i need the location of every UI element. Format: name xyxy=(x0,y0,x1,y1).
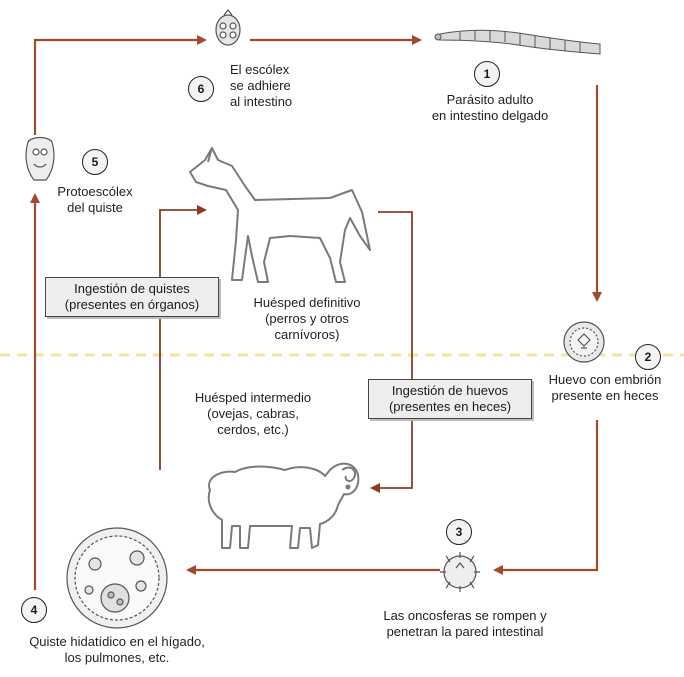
step-number-2: 2 xyxy=(635,344,661,370)
cyst-ingestion-box: Ingestión de quistes (presentes en órgan… xyxy=(45,277,219,317)
step-number-3: 3 xyxy=(446,519,472,545)
inner-cycle-arrows xyxy=(159,205,413,493)
step-number-4: 4 xyxy=(21,597,47,623)
step-number-1: 1 xyxy=(474,61,500,87)
definitive-host-label: Huésped definitivo (perros y otros carní… xyxy=(253,295,361,342)
adult-tapeworm-icon xyxy=(434,29,601,55)
egg-ingestion-box: Ingestión de huevos (presentes en heces) xyxy=(368,379,532,419)
egg-icon xyxy=(563,321,605,363)
oncosphere-icon xyxy=(440,552,480,592)
step-4-label: Quiste hidatídico en el hígado, los pulm… xyxy=(29,634,205,665)
outer-cycle-arrows xyxy=(30,35,602,590)
arrow-2-to-3 xyxy=(493,420,599,575)
sheep-icon xyxy=(207,462,360,549)
hydatid-cyst-icon xyxy=(66,527,168,629)
arrow-cysts-to-dog xyxy=(159,205,207,470)
step-1-label: Parásito adulto en intestino delgado xyxy=(431,92,549,123)
arrow-eggs-to-sheep xyxy=(370,211,413,493)
protoscolex-icon xyxy=(25,136,55,181)
step-5-label: Protoescólex del quiste xyxy=(57,184,133,215)
intermediate-host-label: Huésped intermedio (ovejas, cabras, cerd… xyxy=(194,390,312,437)
step-3-label: Las oncosferas se rompen y penetran la p… xyxy=(383,608,547,639)
arrow-5-to-6 xyxy=(33,35,207,135)
step-6-label: El escólex se adhiere al intestino xyxy=(230,62,293,109)
scolex-icon xyxy=(215,9,241,46)
step-number-6: 6 xyxy=(188,76,214,102)
step-number-5: 5 xyxy=(82,149,108,175)
step-2-label: Huevo con embrión presente en heces xyxy=(548,372,662,403)
dog-icon xyxy=(189,147,371,283)
